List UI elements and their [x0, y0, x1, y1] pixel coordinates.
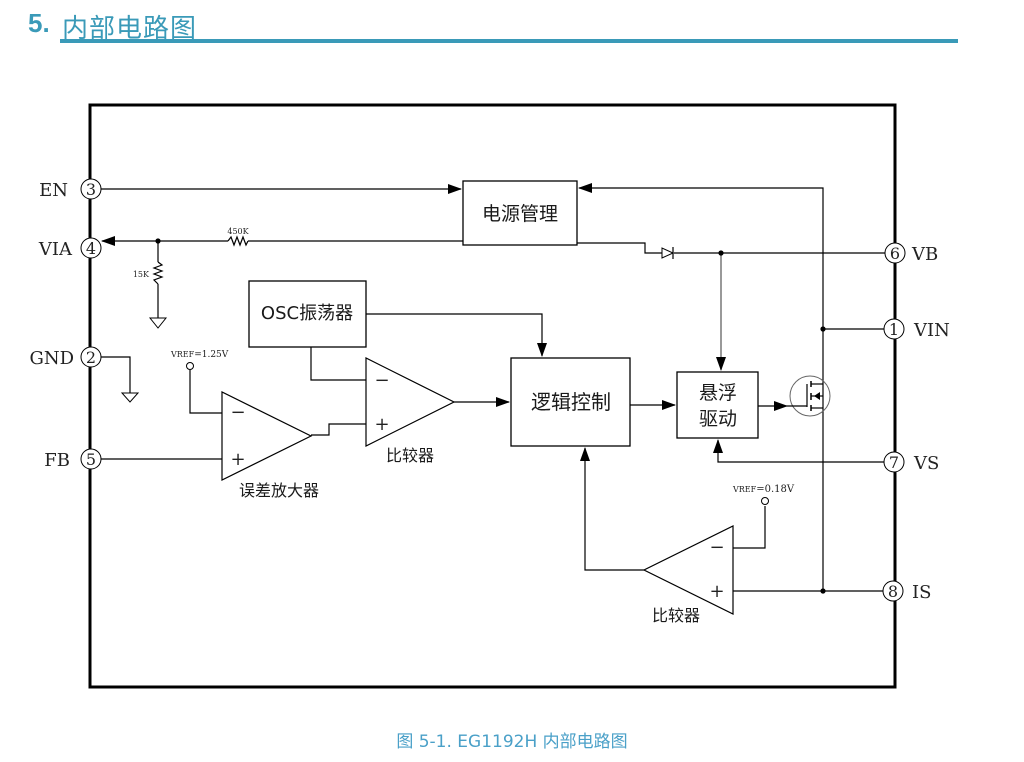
block-label: 电源管理 [482, 203, 558, 225]
vref-terminal [761, 497, 769, 505]
wire-vref1 [189, 370, 222, 414]
pin-label: VB [911, 244, 938, 265]
wire-gnd [101, 356, 131, 393]
vref-label: VREF=0.18V [732, 484, 795, 495]
pin-en: 3 EN [39, 178, 102, 201]
oscillator-block: OSC振荡器 [248, 280, 367, 348]
section-heading: 5. 内部电路图 [28, 6, 958, 44]
floating-driver-block: 悬浮 驱动 [676, 371, 759, 439]
resistor-450k: 450K [227, 227, 250, 247]
pin-circle [80, 237, 102, 259]
pin-number: 4 [86, 239, 96, 258]
pin-label: VS [913, 453, 939, 474]
resistor-label: 15K [133, 270, 150, 279]
pin-label: EN [39, 180, 68, 201]
wire-cmp2-logic [580, 447, 644, 571]
pin-label: FB [44, 450, 70, 471]
vref-1v25: VREF=1.25V [170, 350, 229, 370]
section-number: 5. [28, 8, 50, 38]
figure-caption: 图 5-1. EG1192H 内部电路图 [0, 727, 1024, 752]
minus-sign: − [374, 370, 389, 391]
block-label-line1: 悬浮 [699, 382, 737, 404]
junction-dot [718, 250, 724, 256]
junction-dot [155, 238, 161, 244]
pin-number: 2 [86, 348, 96, 367]
logic-control-block: 逻辑控制 [510, 357, 631, 447]
power-management-block: 电源管理 [462, 180, 578, 246]
wires [101, 183, 885, 592]
resistor-label: 450K [227, 227, 249, 236]
wire-vin-pm [578, 183, 824, 590]
ground-icon [120, 392, 140, 403]
plus-sign: + [374, 414, 389, 435]
wire-osc-logic [366, 313, 547, 357]
chip-outline [88, 103, 897, 689]
resistor-15k: 15K [133, 261, 164, 285]
block-label: 逻辑控制 [531, 390, 611, 414]
junction-dot [820, 326, 826, 332]
plus-sign: + [709, 581, 724, 602]
pin-number: 7 [889, 453, 899, 472]
wire-vs [713, 439, 884, 463]
error-amplifier: − + 误差放大器 [221, 391, 319, 500]
error-amplifier-label: 误差放大器 [239, 481, 319, 500]
pin-number: 5 [86, 450, 96, 469]
pin-vb: 6 VB [884, 242, 938, 265]
pin-vs: 7 VS [883, 451, 939, 474]
block-label: OSC振荡器 [261, 303, 353, 324]
comparator-1: − + 比较器 [365, 357, 456, 465]
vref-label: VREF=1.25V [170, 350, 229, 360]
diode-icon [661, 247, 675, 259]
pin-label: VIN [913, 320, 950, 341]
pin-number: 8 [888, 582, 898, 601]
vref-terminal [186, 362, 194, 370]
pin-number: 1 [889, 320, 899, 339]
pin-label: IS [912, 582, 931, 603]
pin-label: GND [29, 348, 74, 369]
wire-osc-cmp [310, 347, 366, 381]
plus-sign: + [230, 449, 245, 470]
pin-fb: 5 FB [44, 448, 102, 471]
pin-number: 3 [86, 180, 96, 199]
wire-vref2 [733, 506, 766, 549]
junction-dot [820, 588, 826, 594]
minus-sign: − [709, 537, 724, 558]
caption-text: 图 5-1. EG1192H 内部电路图 [396, 732, 628, 752]
comparator-label: 比较器 [652, 606, 700, 625]
vref-0v18: VREF=0.18V [732, 484, 795, 505]
pin-via: 4 VIA [38, 237, 102, 260]
mosfet-icon [787, 375, 831, 417]
comparator-label: 比较器 [386, 446, 434, 465]
pin-gnd: 2 GND [29, 346, 102, 369]
block-label-line2: 驱动 [699, 408, 737, 430]
heading-underline [60, 39, 958, 43]
wire-pm-diode [577, 242, 662, 254]
comparator-2: − + 比较器 [642, 525, 734, 625]
minus-sign: − [230, 402, 245, 423]
pin-number: 6 [890, 244, 900, 263]
pin-vin: 1 VIN [883, 318, 950, 341]
pin-is: 8 IS [882, 580, 931, 603]
wire-ea-out [311, 423, 366, 436]
pin-label: VIA [38, 239, 73, 260]
ground-icon [148, 317, 168, 329]
